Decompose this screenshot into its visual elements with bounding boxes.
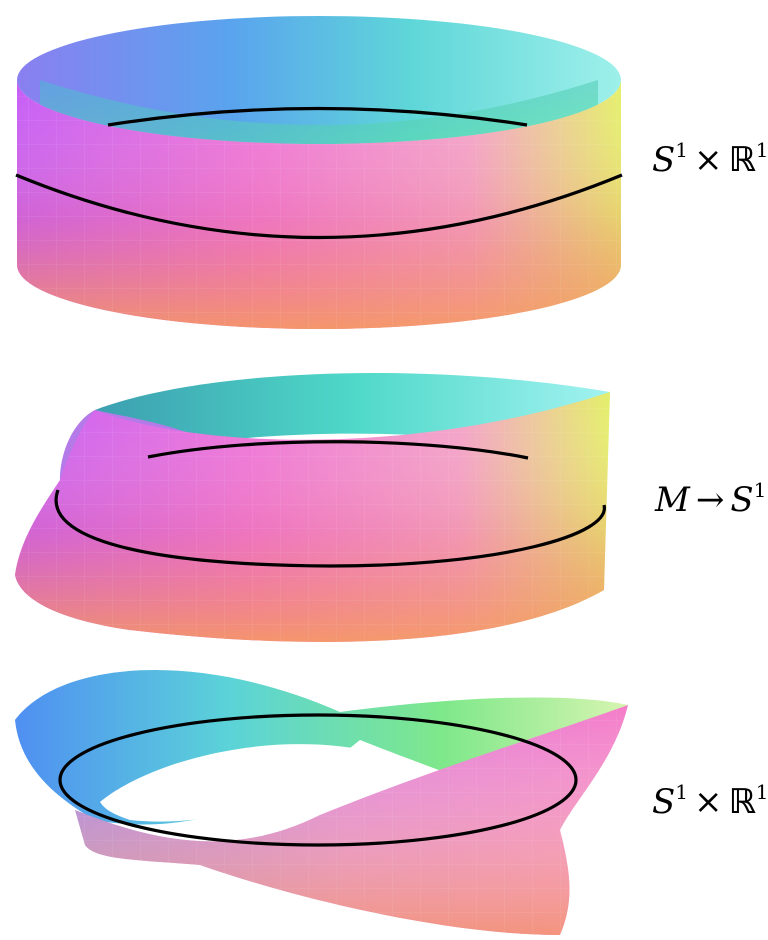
- label-twisted: S1×ℝ1: [652, 780, 768, 822]
- label-twisted-operator: ×: [694, 782, 723, 822]
- label-cylinder-base-sup: 1: [675, 138, 689, 162]
- label-cylinder-target-sup: 1: [755, 138, 768, 162]
- fiber-curve-3: [58, 713, 578, 847]
- fiber-curve-2: [54, 440, 606, 568]
- label-mobius: M→S1: [655, 478, 766, 520]
- label-mobius-base: M: [655, 480, 690, 520]
- label-twisted-target: ℝ: [728, 782, 756, 822]
- label-cylinder-base: S: [652, 140, 676, 180]
- label-mobius-operator: →: [695, 480, 725, 520]
- fiber-curve-1: [15, 106, 623, 240]
- label-cylinder: S1×ℝ1: [652, 138, 768, 180]
- label-twisted-target-sup: 1: [755, 780, 768, 804]
- label-twisted-base: S: [652, 782, 676, 822]
- label-mobius-target: S: [730, 480, 754, 520]
- label-cylinder-operator: ×: [694, 140, 723, 180]
- label-cylinder-target: ℝ: [728, 140, 756, 180]
- cylinder-surface: [17, 16, 621, 329]
- mobius-surface: [15, 372, 610, 642]
- twisted-band-surface: [15, 670, 628, 935]
- label-twisted-base-sup: 1: [675, 780, 689, 804]
- label-mobius-target-sup: 1: [753, 478, 767, 502]
